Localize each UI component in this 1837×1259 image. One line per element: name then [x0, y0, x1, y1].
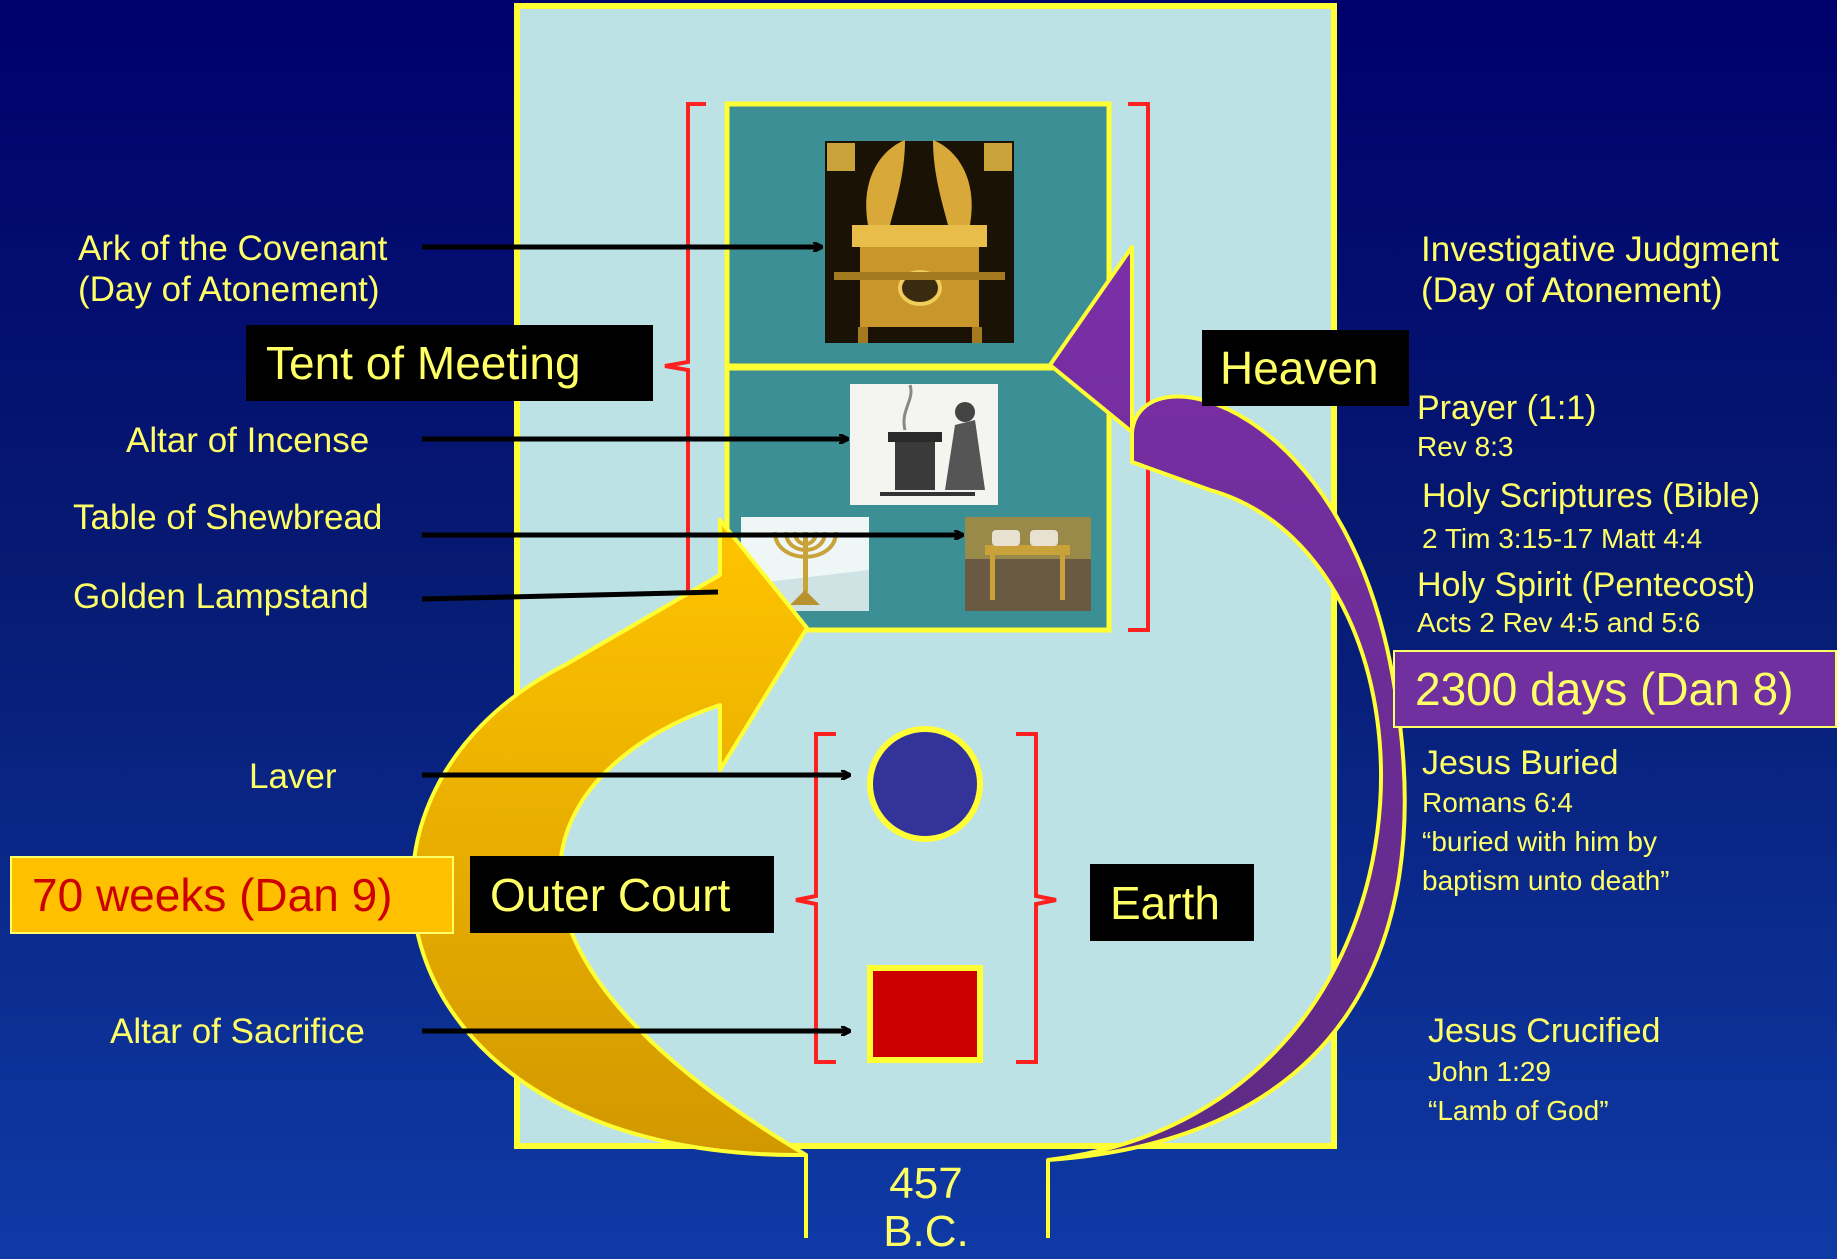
year-label: 457 B.C. — [866, 1159, 986, 1257]
jesus-crucified-quote: “Lamb of God” — [1428, 1095, 1609, 1126]
holy-scriptures-label: Holy Scriptures (Bible) — [1422, 477, 1761, 515]
altar-of-incense-label: Altar of Incense — [126, 421, 370, 460]
holy-spirit-label: Holy Spirit (Pentecost) — [1417, 566, 1756, 604]
ark-label: Ark of the Covenant (Day of Atonement) — [78, 228, 387, 311]
prayer-reference: Rev 8:3 — [1417, 431, 1514, 462]
pointer-arrows — [421, 247, 963, 1031]
ark-label-line2: (Day of Atonement) — [78, 270, 380, 310]
tent-of-meeting-label: Tent of Meeting — [246, 325, 653, 401]
altar-of-sacrifice-label: Altar of Sacrifice — [110, 1012, 365, 1051]
ark-label-line1: Ark of the Covenant — [78, 229, 388, 268]
altar-of-incense-icon — [850, 384, 998, 505]
year-label-number: 457 — [889, 1159, 963, 1208]
jesus-crucified-label: Jesus Crucified — [1428, 1012, 1661, 1050]
jesus-buried-reference: Romans 6:4 — [1422, 787, 1573, 818]
purple-curved-arrow — [1046, 245, 1407, 1238]
investigative-judgment-line1: Investigative Judgment — [1421, 230, 1779, 269]
tent-right-bracket — [1128, 102, 1150, 632]
earth-right-bracket — [1016, 732, 1057, 1064]
earth-label: Earth — [1090, 864, 1254, 941]
seventy-weeks-label: 70 weeks (Dan 9) — [10, 856, 454, 934]
investigative-judgment-label: Investigative Judgment (Day of Atonement… — [1421, 229, 1779, 312]
altar-of-sacrifice-icon — [867, 965, 983, 1063]
jesus-buried-quote-line2: baptism unto death” — [1422, 865, 1670, 896]
year-label-era: B.C. — [883, 1207, 969, 1257]
outer-court-label: Outer Court — [470, 856, 774, 933]
heaven-label: Heaven — [1202, 330, 1409, 406]
jesus-buried-label: Jesus Buried — [1422, 744, 1619, 782]
jesus-buried-quote-line1: “buried with him by — [1422, 826, 1657, 857]
ark-of-covenant-icon — [825, 140, 1014, 343]
holy-spirit-reference: Acts 2 Rev 4:5 and 5:6 — [1417, 607, 1701, 638]
investigative-judgment-line2: (Day of Atonement) — [1421, 271, 1723, 311]
laver-label: Laver — [249, 757, 337, 796]
jesus-crucified-reference: John 1:29 — [1428, 1056, 1551, 1087]
holy-scriptures-reference: 2 Tim 3:15-17 Matt 4:4 — [1422, 523, 1703, 554]
laver-icon — [867, 726, 983, 842]
table-of-shewbread-label: Table of Shewbread — [73, 498, 383, 537]
tent-left-bracket — [664, 102, 706, 602]
two-thousand-three-hundred-days-label: 2300 days (Dan 8) — [1393, 650, 1837, 728]
table-of-shewbread-icon — [965, 517, 1091, 611]
prayer-label: Prayer (1:1) — [1417, 389, 1597, 427]
outer-court-left-bracket — [795, 732, 836, 1064]
lampstand-pointer-arrow — [421, 589, 719, 602]
golden-lampstand-label: Golden Lampstand — [73, 577, 369, 616]
